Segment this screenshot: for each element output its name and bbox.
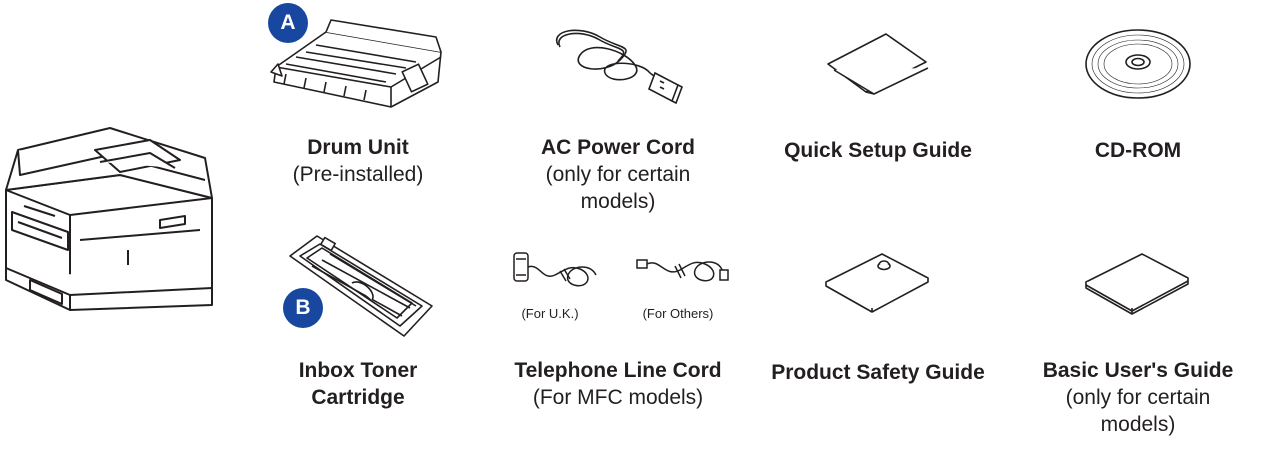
phone-cord-uk-icon <box>510 245 600 295</box>
toner-cartridge-icon <box>282 228 442 343</box>
safety-caption: Product Safety Guide <box>748 359 1008 386</box>
basic-guide-sub2: models) <box>1100 413 1176 436</box>
toner-title-line2: Cartridge <box>311 386 405 409</box>
phone-cord-title: Telephone Line Cord <box>514 359 722 382</box>
badge-a: A <box>268 3 308 43</box>
booklet-icon <box>824 252 934 317</box>
drum-unit-caption: Drum Unit (Pre-installed) <box>258 134 458 188</box>
printer-icon <box>0 120 220 315</box>
power-cord-sub1: (only for certain <box>545 163 691 186</box>
drum-unit-icon <box>266 12 451 112</box>
basic-guide-sub1: (only for certain <box>1065 386 1211 409</box>
quick-setup-title: Quick Setup Guide <box>784 139 972 162</box>
quick-setup-caption: Quick Setup Guide <box>768 137 988 164</box>
safety-title: Product Safety Guide <box>771 361 985 384</box>
cdrom-title: CD-ROM <box>1094 139 1182 162</box>
drum-unit-title: Drum Unit <box>307 136 409 159</box>
phone-cord-icon <box>635 248 730 288</box>
booklet-icon <box>1084 252 1194 317</box>
phone-cord-subtitle: (For MFC models) <box>532 386 704 409</box>
power-cord-caption: AC Power Cord (only for certain models) <box>508 134 728 215</box>
power-cord-title: AC Power Cord <box>540 136 695 159</box>
phone-cord-caption: Telephone Line Cord (For MFC models) <box>488 357 748 411</box>
power-cord-sub2: models) <box>580 190 656 213</box>
power-cord-icon <box>550 15 685 105</box>
basic-guide-title: Basic User's Guide <box>1042 359 1234 382</box>
toner-title-line1: Inbox Toner <box>298 359 418 382</box>
folded-guide-icon <box>826 32 931 97</box>
disc-icon <box>1083 22 1193 102</box>
phone-cord-others-label: (For Others) <box>642 306 714 321</box>
drum-unit-subtitle: (Pre-installed) <box>292 163 424 186</box>
basic-guide-caption: Basic User's Guide (only for certain mod… <box>1018 357 1258 438</box>
badge-b: B <box>283 288 323 328</box>
phone-cord-uk-label: (For U.K.) <box>521 306 579 321</box>
cdrom-caption: CD-ROM <box>1038 137 1238 164</box>
toner-caption: Inbox Toner Cartridge <box>258 357 458 411</box>
